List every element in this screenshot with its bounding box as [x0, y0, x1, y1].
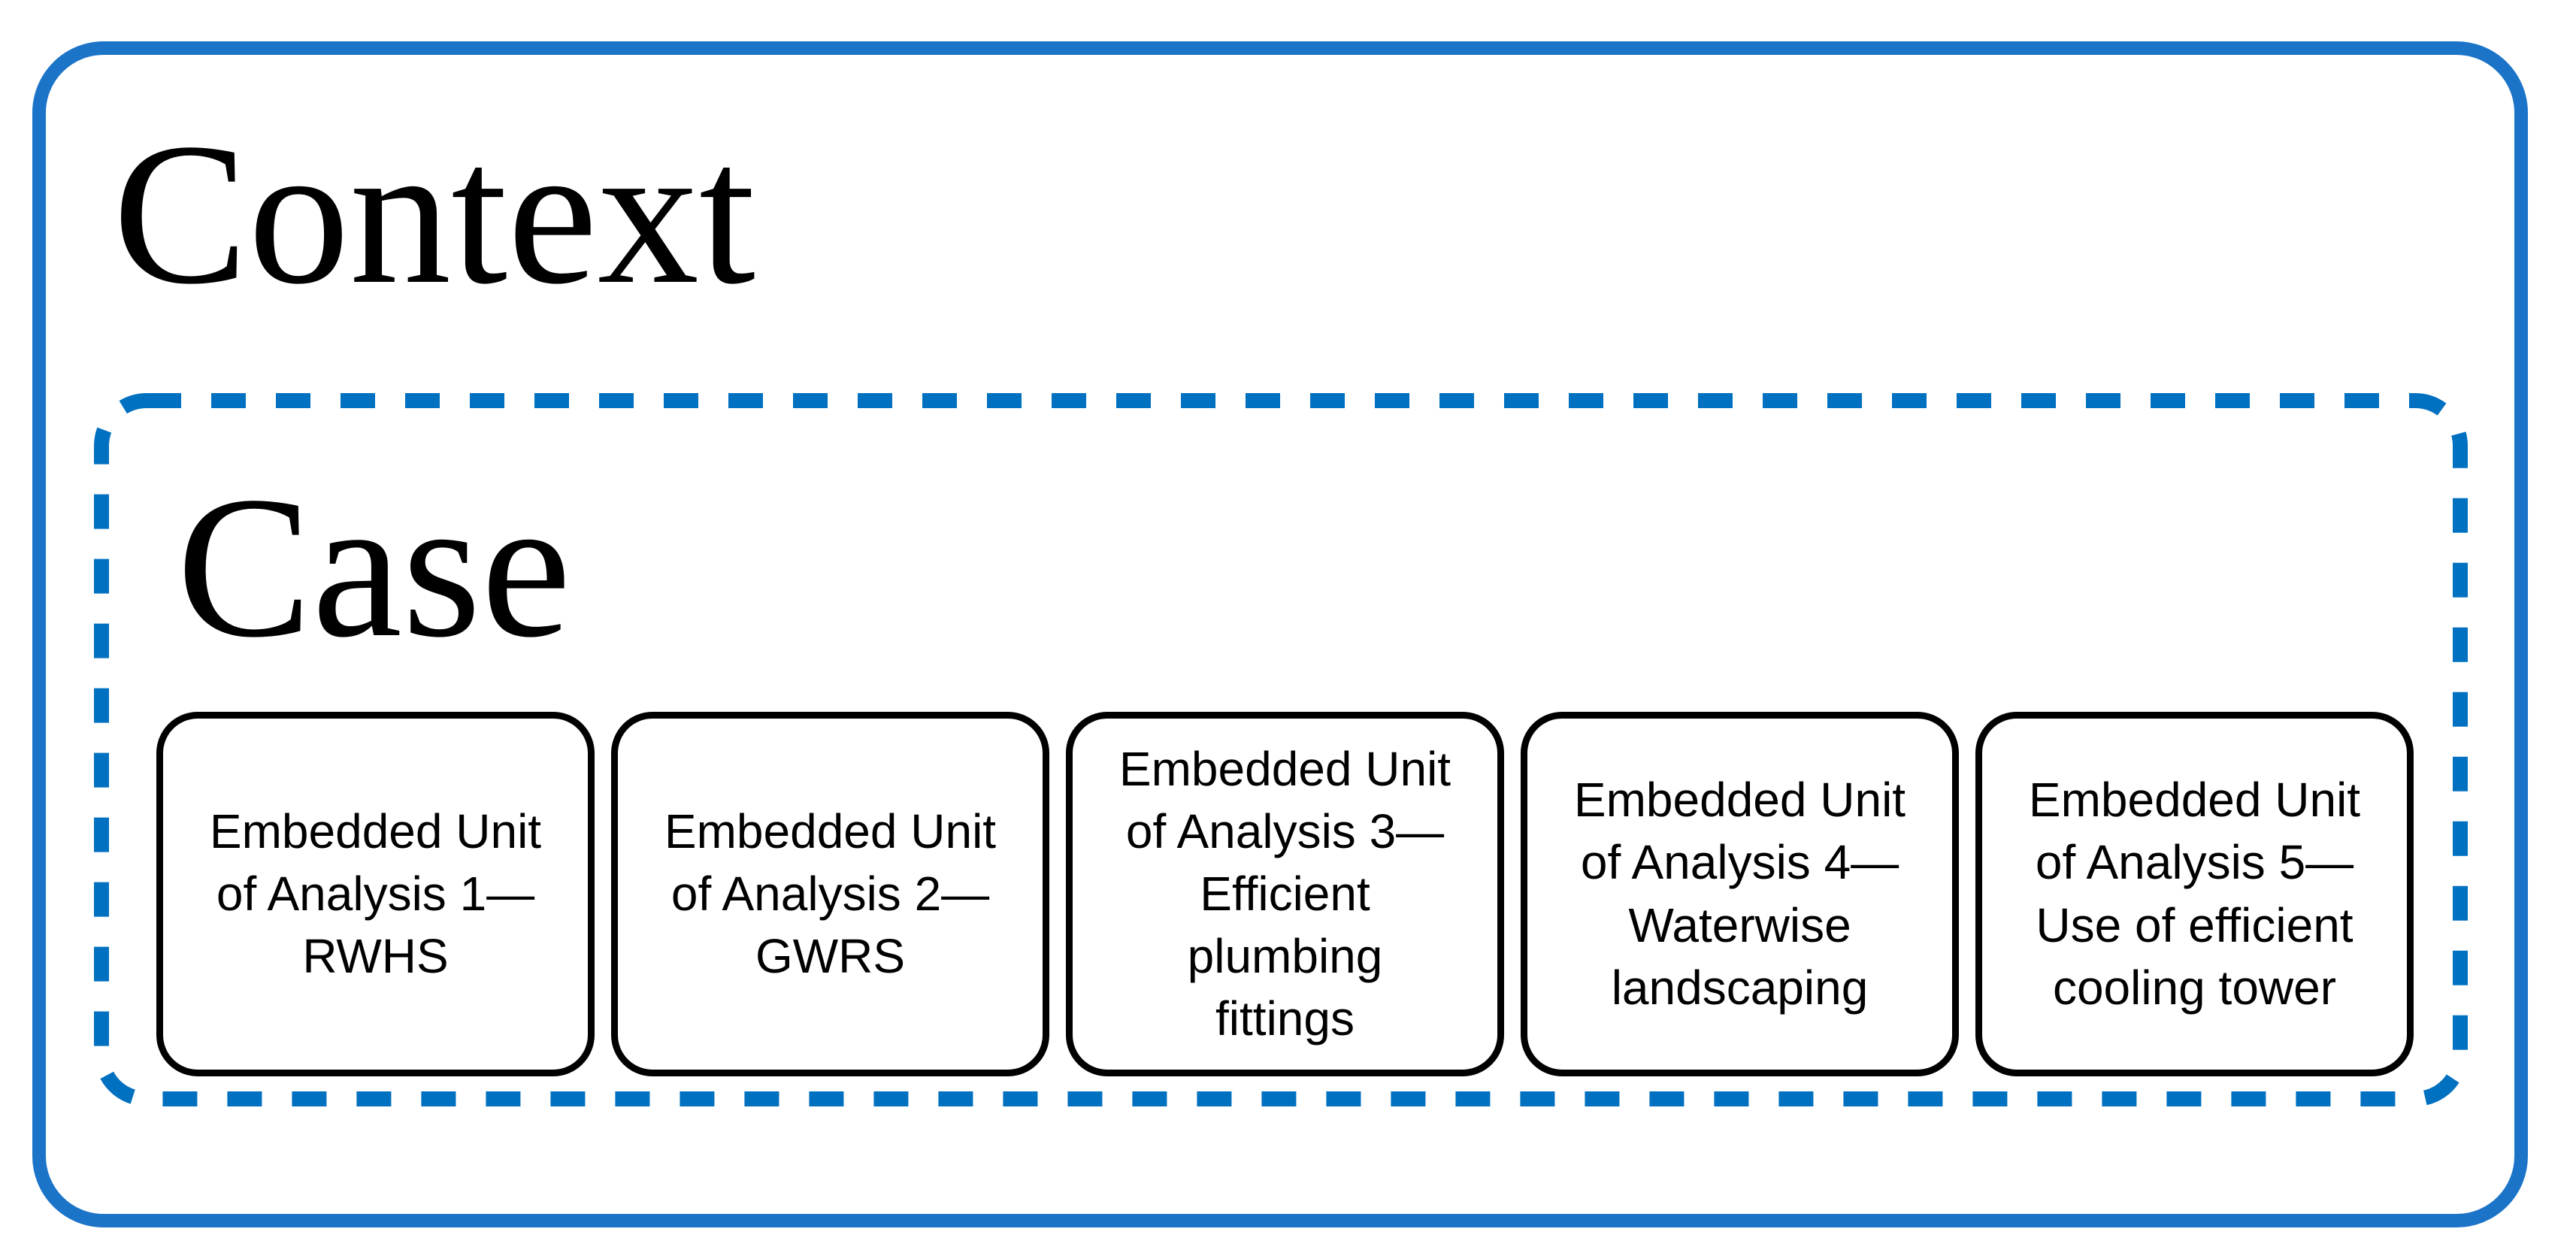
unit-label-1: Embedded Unit of Analysis 1— RWHS — [209, 804, 542, 984]
context-title: Context — [113, 101, 755, 326]
case-title: Case — [177, 455, 571, 679]
unit-box-3: Embedded Unit of Analysis 3— Efficient p… — [1066, 712, 1504, 1076]
unit-label-4: Embedded Unit of Analysis 4— Waterwise l… — [1573, 773, 1906, 1015]
unit-label-2: Embedded Unit of Analysis 2— GWRS — [664, 804, 997, 984]
unit-box-2: Embedded Unit of Analysis 2— GWRS — [611, 712, 1049, 1076]
unit-box-1: Embedded Unit of Analysis 1— RWHS — [156, 712, 595, 1076]
unit-box-5: Embedded Unit of Analysis 5— Use of effi… — [1975, 712, 2414, 1076]
context-box — [32, 41, 2528, 1227]
unit-box-4: Embedded Unit of Analysis 4— Waterwise l… — [1521, 712, 1959, 1076]
unit-label-5: Embedded Unit of Analysis 5— Use of effi… — [2028, 773, 2361, 1015]
unit-label-3: Embedded Unit of Analysis 3— Efficient p… — [1118, 741, 1451, 1046]
case-dashed-border — [94, 393, 2468, 1106]
